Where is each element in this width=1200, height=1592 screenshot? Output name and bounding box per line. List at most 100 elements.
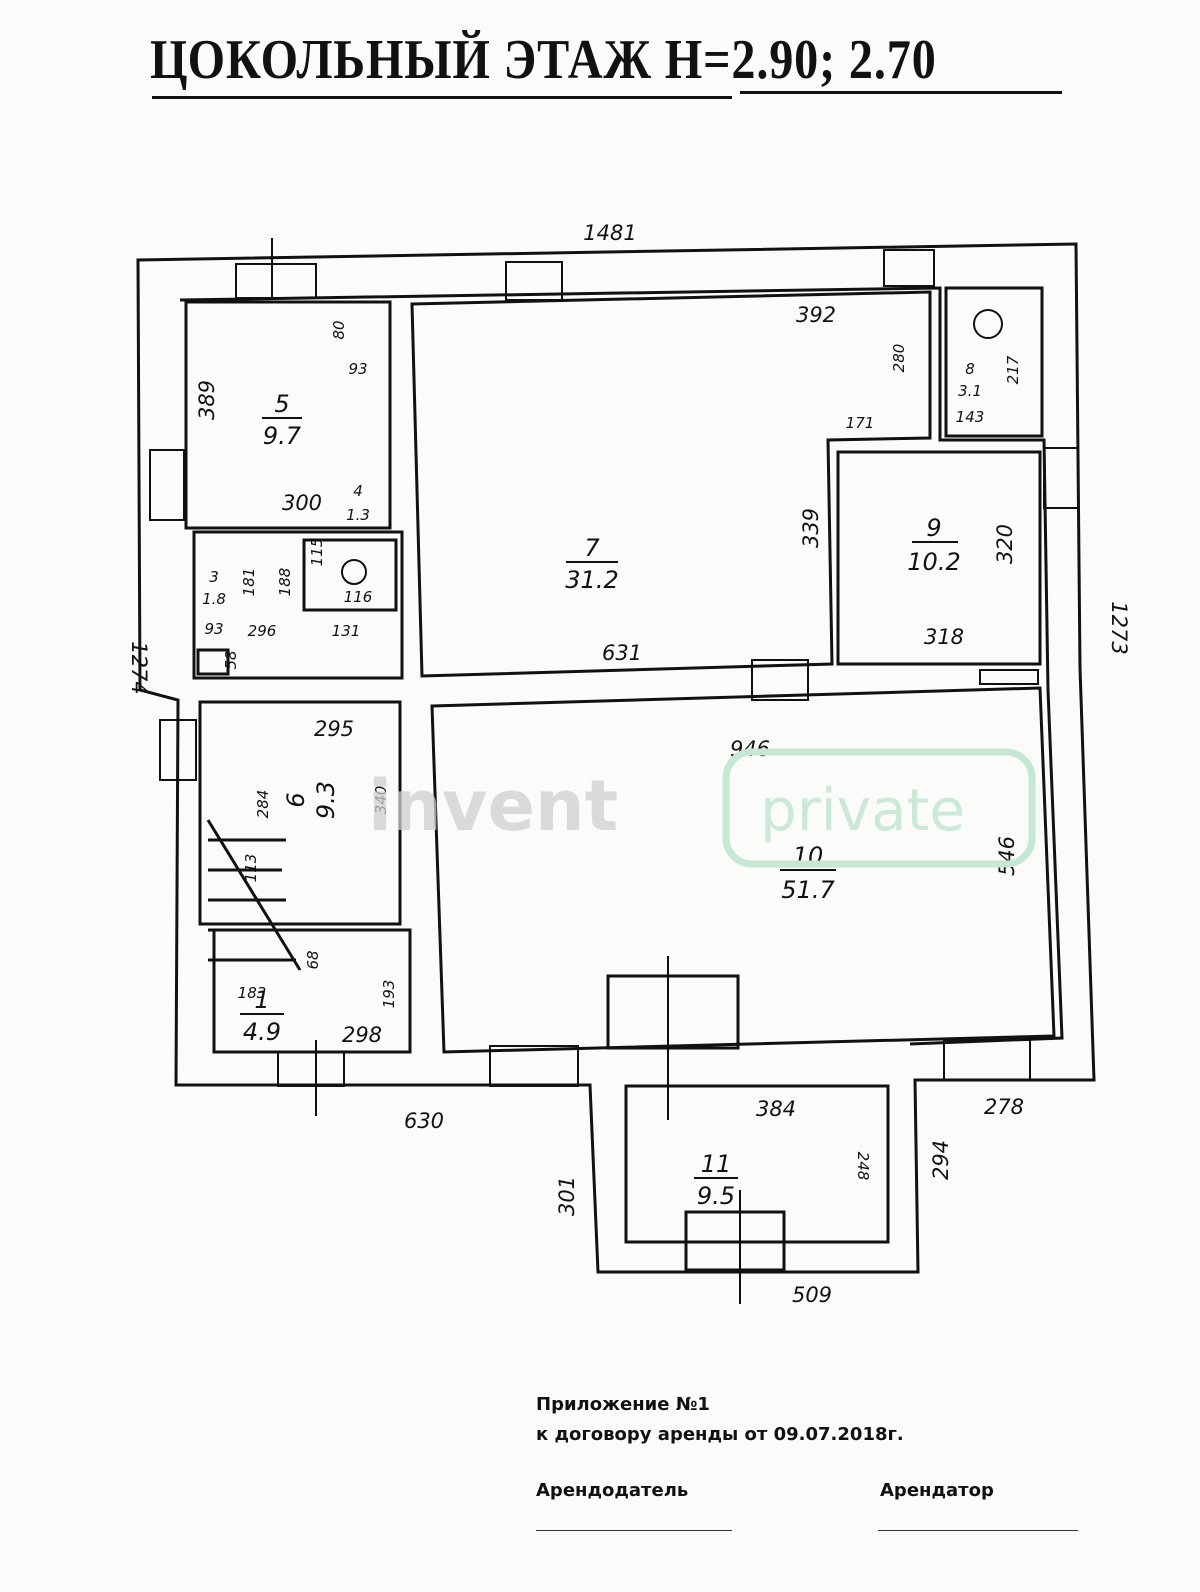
room-7-outline <box>410 290 932 678</box>
window-left-2 <box>159 719 197 781</box>
room-4-area: 1.3 <box>346 506 370 524</box>
dim-r7-notch-v: 280 <box>890 344 908 373</box>
dim-bottom-left: 630 <box>404 1109 444 1133</box>
room-11-outline <box>624 1084 890 1244</box>
dim-r1-inner: 68 <box>304 950 322 969</box>
room-5-area: 9.7 <box>263 422 302 450</box>
dim-r6-top: 295 <box>314 717 354 741</box>
window-top-3 <box>883 249 935 287</box>
dim-r7-notch: 171 <box>846 414 875 432</box>
dim-r3-a: 296 <box>248 622 277 640</box>
outer-wall <box>136 242 1096 1274</box>
tenant-signature-line <box>878 1530 1078 1531</box>
dim-right-total: 1273 <box>1107 601 1131 654</box>
dim-r1-side: 193 <box>380 980 398 1009</box>
dim-r9-side: 320 <box>993 524 1017 564</box>
room-6-outline <box>198 700 402 926</box>
dim-r3-d: 116 <box>344 588 373 606</box>
dim-r7-top: 392 <box>796 303 836 327</box>
room-9-number: 9 <box>926 514 941 542</box>
landlord-signature-line <box>536 1530 732 1531</box>
bath-fixture <box>196 648 230 676</box>
window-left-1 <box>149 449 185 521</box>
room-9-outline <box>836 450 1042 666</box>
title-underline-right <box>740 91 1062 94</box>
dim-r6-left: 284 <box>254 790 272 819</box>
room-5-number: 5 <box>274 390 289 418</box>
room-1-number: 1 <box>254 986 269 1014</box>
room-4-fixture <box>302 538 398 612</box>
window-bottom-3 <box>943 1039 1031 1081</box>
room-10-outline <box>430 686 1056 1054</box>
landlord-label: Арендодатель <box>536 1480 689 1501</box>
entry-step <box>606 974 740 1050</box>
dim-r11-top: 384 <box>756 1097 796 1121</box>
window-top-1 <box>235 263 317 299</box>
room-7-area: 31.2 <box>565 566 618 594</box>
dim-r7-right: 339 <box>799 508 823 548</box>
dim-annex-right: 294 <box>929 1140 953 1180</box>
plan-title: ЦОКОЛЬНЫЙ ЭТАЖ H=2.90; 2.70 <box>150 29 937 91</box>
room-3-area: 1.8 <box>202 590 226 608</box>
appendix-contract: к договору аренды от 09.07.2018г. <box>536 1424 904 1445</box>
dim-r7-bottom: 631 <box>602 641 642 665</box>
dim-r8-h: 217 <box>1004 355 1022 384</box>
annex-step <box>684 1210 786 1272</box>
watermark-brand: invent <box>368 765 618 847</box>
dim-r8-w: 143 <box>956 408 985 426</box>
dim-r3-h: 115 <box>308 538 326 567</box>
room-8-area: 3.1 <box>958 382 982 400</box>
dim-r9-bottom: 318 <box>924 625 964 649</box>
room-4-number: 4 <box>353 482 363 500</box>
window-bottom-2 <box>489 1045 579 1087</box>
room-11-number: 11 <box>701 1150 732 1178</box>
dim-r3-b: 181 <box>240 568 258 597</box>
dim-bottom-right: 278 <box>984 1095 1024 1119</box>
room-8-number: 8 <box>965 360 975 378</box>
watermark-badge-box <box>722 748 1036 868</box>
door-7-10 <box>751 659 809 701</box>
dim-top-total: 1481 <box>583 221 636 245</box>
stair <box>206 819 302 971</box>
dim-r10-side: 546 <box>995 836 1019 876</box>
dim-r1-bottom-b: 298 <box>342 1023 382 1047</box>
sink <box>341 559 367 585</box>
dim-r6-right: 340 <box>372 786 390 815</box>
dim-r3-f: 93 <box>204 620 223 638</box>
window-10-right <box>979 669 1039 685</box>
watermark-badge: private <box>760 776 965 844</box>
walls <box>136 242 1096 1274</box>
room-3-number: 3 <box>209 568 219 586</box>
room-3-outline <box>192 530 404 680</box>
windows-doors <box>149 238 1079 1304</box>
dim-r5-side: 389 <box>195 380 219 420</box>
room-labels: 5 9.7 4 1.3 3 1.8 7 31.2 8 3.1 9 10.2 6 … <box>202 360 982 1210</box>
dim-r3-g: 58 <box>222 650 240 669</box>
room-5-outline <box>184 300 392 530</box>
dim-stair: 113 <box>242 854 260 883</box>
dim-r11-side: 248 <box>854 1152 872 1181</box>
dim-r1-bottom-a: 183 <box>238 984 267 1002</box>
dim-annex-left: 301 <box>555 1176 579 1216</box>
room-6-number: 6 <box>282 792 310 807</box>
window-bottom-1 <box>277 1051 345 1087</box>
wc-bowl <box>973 309 1003 339</box>
room-10-area: 51.7 <box>781 876 835 904</box>
inner-outline <box>179 286 1064 1046</box>
watermark: invent private <box>368 748 1036 868</box>
window-top-2 <box>505 261 563 301</box>
tenant-label: Арендатор <box>880 1480 994 1501</box>
dim-r5-niche-w: 93 <box>348 360 367 378</box>
dim-annex-bottom: 509 <box>792 1283 832 1307</box>
appendix-note: Приложение №1 к договору аренды от 09.07… <box>536 1390 904 1450</box>
room-6-area: 9.3 <box>312 781 340 819</box>
dim-r5-bottom: 300 <box>282 491 322 515</box>
room-7-number: 7 <box>584 534 600 562</box>
room-8-outline <box>944 286 1044 438</box>
appendix-title: Приложение №1 <box>536 1394 710 1415</box>
title-underline <box>152 96 732 99</box>
room-11-area: 9.5 <box>697 1182 735 1210</box>
dimension-labels: 1481 1274 1273 630 278 509 301 294 392 6… <box>127 221 1131 1307</box>
dim-r3-e: 131 <box>332 622 361 640</box>
